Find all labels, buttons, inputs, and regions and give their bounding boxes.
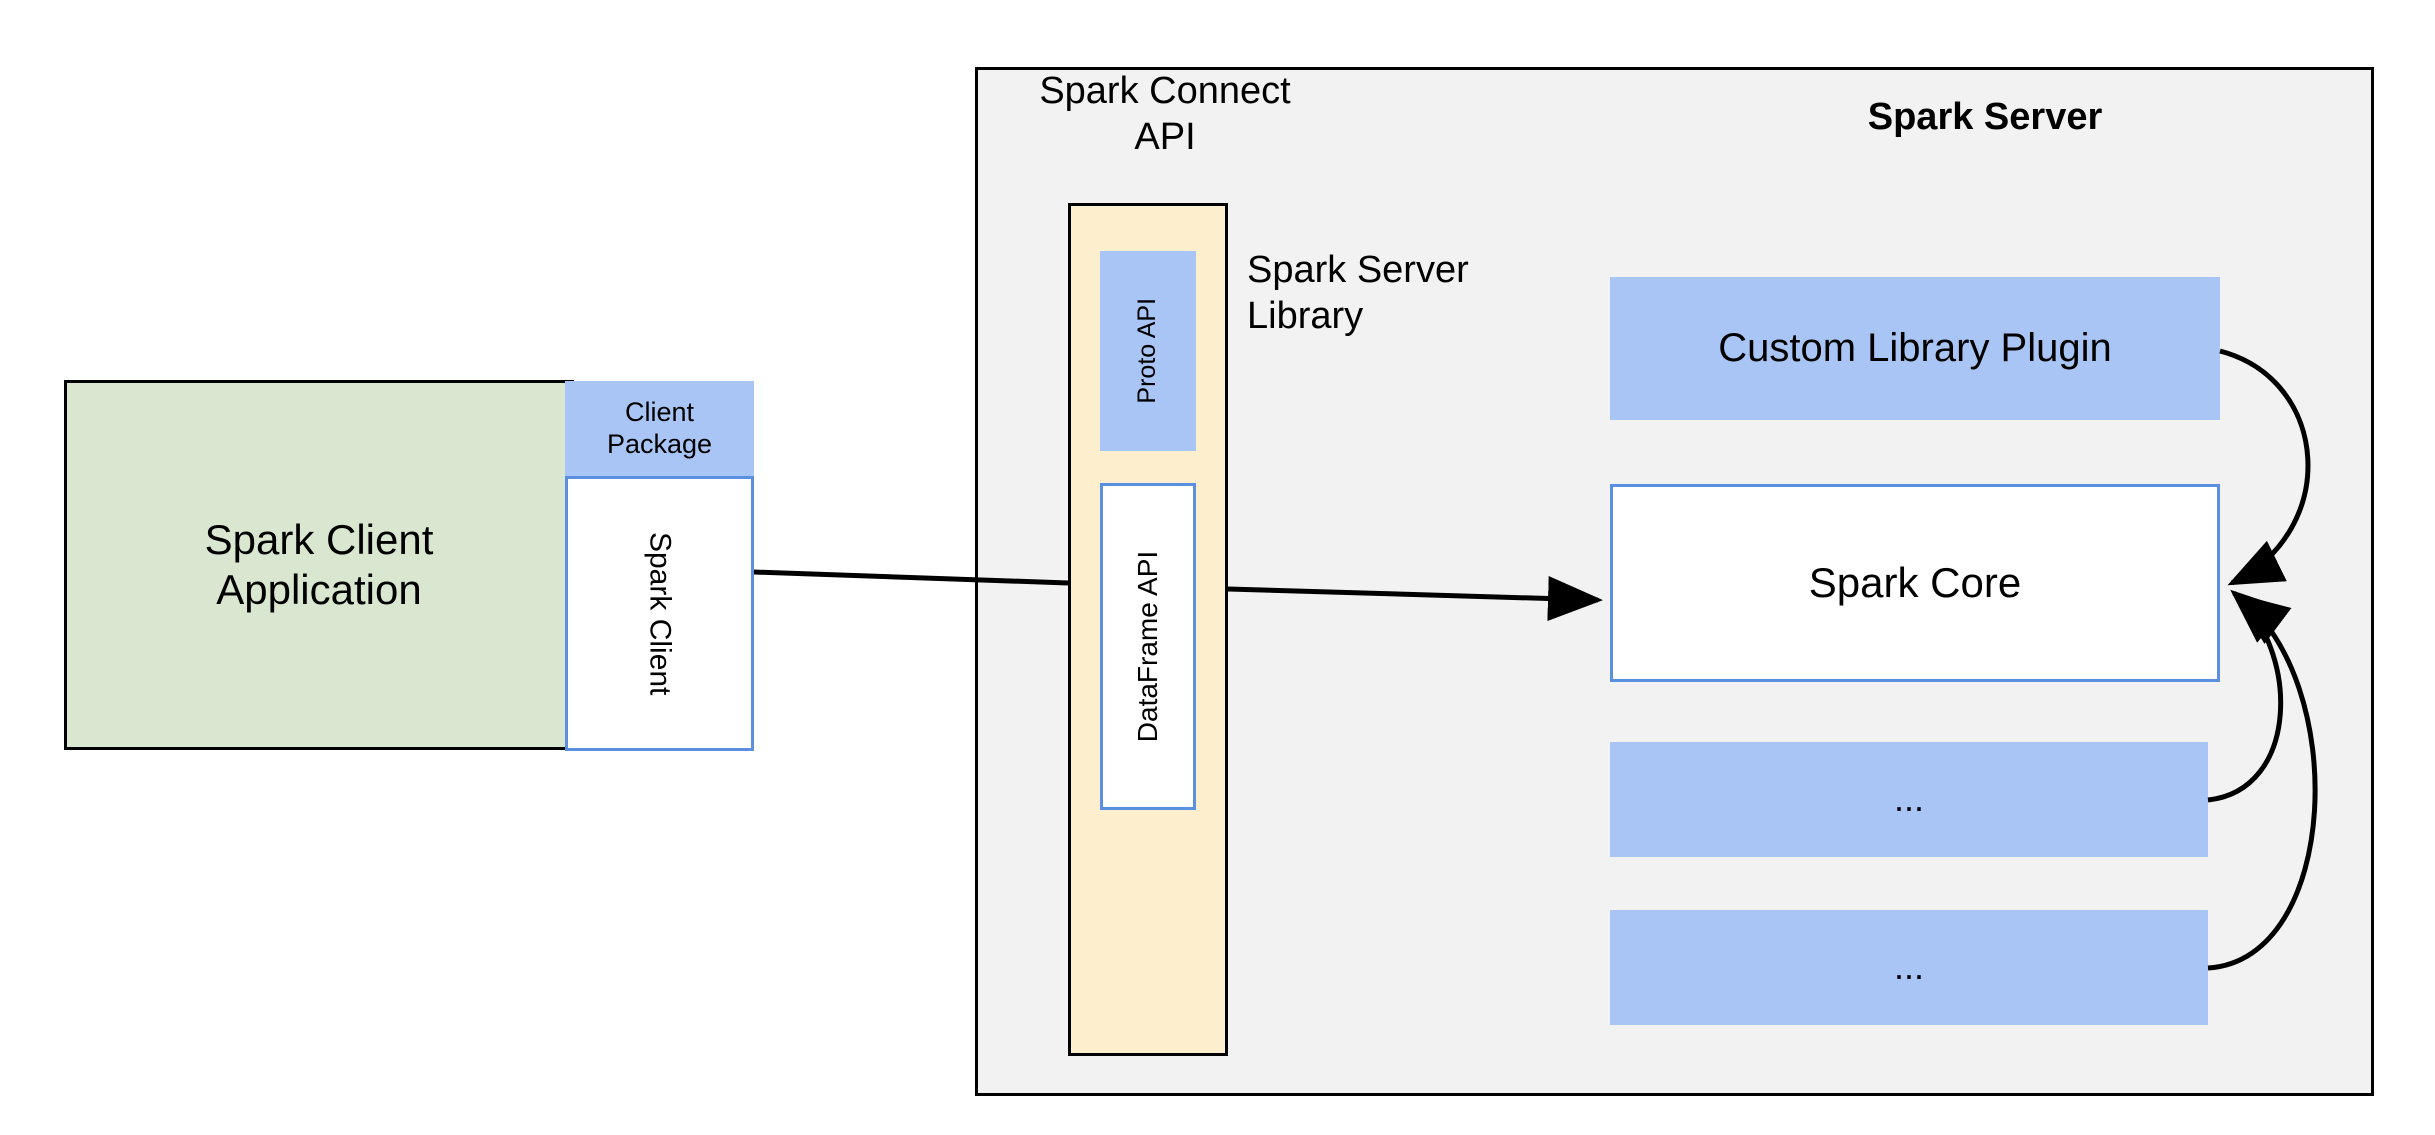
ellipsis-box-2[interactable]: ... [1610, 910, 2208, 1025]
spark-connect-api-label: Spark Connect API [1039, 70, 1291, 159]
spark-server-title: Spark Server [1867, 96, 2103, 138]
spark-client-application-box[interactable]: Spark Client Application [64, 380, 574, 750]
spark-server-library-label: Spark Server Library [1247, 249, 1469, 338]
spark-client-box[interactable]: Spark Client [565, 476, 754, 751]
spark-client-label: Spark Client [643, 531, 677, 696]
ellipsis-box-1[interactable]: ... [1610, 742, 2208, 857]
custom-library-plugin-box[interactable]: Custom Library Plugin [1610, 277, 2220, 420]
proto-api-box[interactable]: Proto API [1100, 251, 1196, 451]
spark-core-box[interactable]: Spark Core [1610, 484, 2220, 682]
dataframe-api-label: DataFrame API [1132, 550, 1164, 743]
dataframe-api-box[interactable]: DataFrame API [1100, 483, 1196, 810]
proto-api-label: Proto API [1133, 298, 1162, 404]
client-package-box[interactable]: Client Package [565, 381, 754, 476]
